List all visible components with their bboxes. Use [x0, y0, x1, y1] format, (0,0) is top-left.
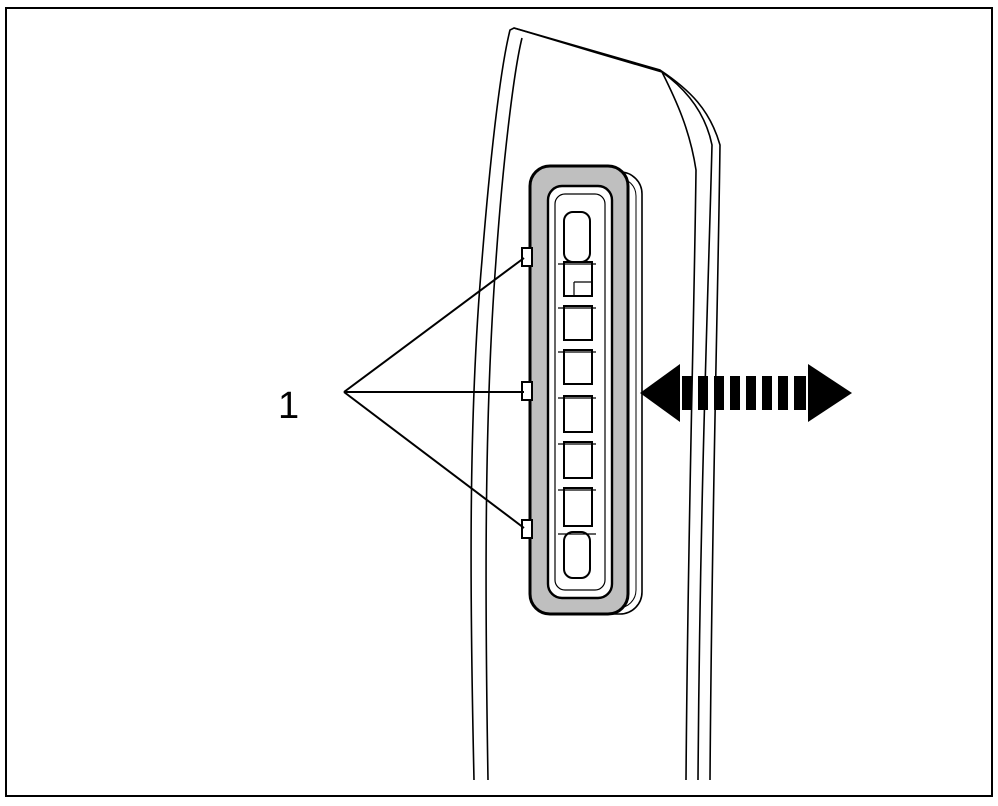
leader-line-bottom — [343, 391, 525, 529]
louvre — [563, 261, 593, 297]
arrow-dash — [682, 376, 692, 410]
arrow-head-right — [808, 364, 852, 422]
louvre — [563, 349, 593, 385]
arrow-dash — [794, 376, 806, 410]
louvre — [563, 305, 593, 341]
arrow-dash — [762, 376, 772, 410]
arrow-dash — [778, 376, 788, 410]
louvre-shading — [558, 263, 596, 535]
figure-border — [5, 7, 993, 797]
clip-bottom — [521, 519, 533, 539]
callout-label-1: 1 — [278, 385, 299, 427]
arrow-dash — [698, 376, 708, 410]
callout-leaders — [343, 257, 525, 529]
panel-contour-line — [661, 71, 697, 781]
arrow-dash — [746, 376, 756, 410]
panel-inner-edge-left — [485, 37, 523, 781]
louvre-top — [563, 211, 591, 263]
leader-line-top — [343, 257, 525, 393]
arrow-head-left — [640, 364, 680, 422]
vent-opening-inner-edge — [554, 193, 606, 591]
retaining-clips — [521, 247, 533, 539]
vent-louvres — [563, 211, 593, 579]
louvre — [563, 395, 593, 433]
louvre-bottom — [563, 531, 591, 579]
arrow-dash — [730, 376, 740, 410]
louvre — [563, 441, 593, 479]
louvre — [563, 487, 593, 527]
double-headed-arrow-icon — [640, 364, 852, 422]
arrow-dash — [714, 376, 724, 410]
panel-inner-edge-right — [513, 27, 713, 781]
clip-top — [521, 247, 533, 267]
